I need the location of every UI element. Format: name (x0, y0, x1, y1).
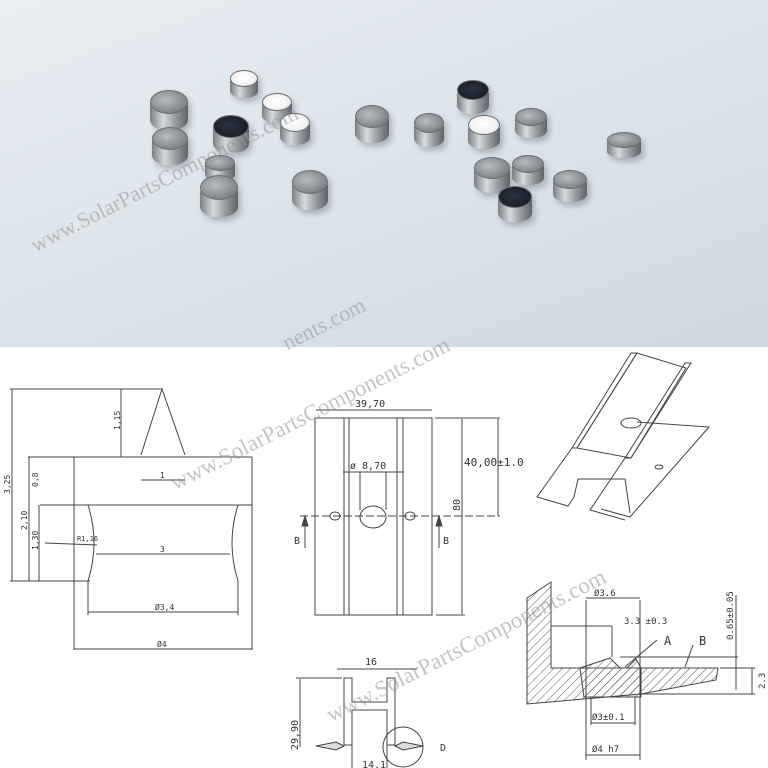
detail-label-d: D (440, 743, 446, 754)
grounding-pin (474, 157, 510, 193)
technical-drawings: 3,25 1,15 1 0,8 2,10 1,30 R1,16 3 Ø3,4 Ø… (0, 347, 768, 768)
dim-width: 39,70 (355, 399, 385, 410)
section-label-right: B (443, 536, 449, 547)
dim-waist-height: 1,30 (31, 531, 40, 550)
grounding-pin (515, 108, 547, 138)
pin-profile-drawing: 3,25 1,15 1 0,8 2,10 1,30 R1,16 3 Ø3,4 Ø… (3, 387, 253, 650)
section-detail-drawing: Ø3.6 3.3 ±0.3 0.65±0.05 2.3 Ø3±0.1 Ø4 h7… (526, 581, 768, 760)
grounding-pin (280, 113, 310, 145)
label-a: A (664, 634, 672, 648)
dim-body-height: 2,10 (20, 511, 29, 530)
grounding-pin (262, 93, 292, 123)
dim-end-height: 29,90 (290, 720, 301, 750)
grounding-pin (512, 155, 544, 185)
label-b: B (699, 634, 706, 648)
dim-top-width: 16 (365, 657, 377, 668)
plan-view-drawing: 39,70 ø 8,70 40,00±1.0 80 B B (294, 399, 524, 616)
grounding-pin (607, 132, 641, 158)
dim-waist-diameter: Ø3,4 (155, 602, 174, 612)
product-photo (0, 0, 768, 347)
grounding-pin (498, 186, 532, 222)
dim-half-length: 40,00±1.0 (464, 456, 524, 469)
grounding-pin (457, 80, 489, 114)
end-view-drawing: 16 29,90 14,1 D (290, 657, 446, 768)
grounding-pin (468, 115, 500, 149)
grounding-pin (200, 175, 238, 217)
grounding-pin (292, 170, 328, 210)
dim-tip-base: 1 (160, 471, 165, 480)
dim-hole-diameter: ø 8,70 (350, 461, 386, 472)
grounding-pin (150, 90, 188, 130)
isometric-drawing (536, 352, 711, 521)
grounding-pin (553, 170, 587, 202)
dim-outer-diameter: Ø4 (157, 639, 167, 649)
dim-outer-ref: Ø3.6 (594, 588, 616, 599)
dim-pin-diameter: Ø4 h7 (592, 744, 619, 755)
dim-radius: R1,16 (77, 535, 98, 543)
dim-tip-height: 1,15 (113, 411, 122, 430)
dim-tip: 0.65±0.05 (726, 591, 736, 640)
grounding-pin (414, 113, 444, 147)
dim-bottom-width: 14,1 (362, 760, 386, 768)
dim-thickness: 2.3 (758, 673, 768, 689)
grounding-pin (213, 115, 249, 153)
grounding-pin (152, 127, 188, 165)
section-label-left: B (294, 536, 300, 547)
grounding-pin (355, 105, 389, 143)
dim-head-height: 0,8 (31, 472, 40, 487)
dim-length: 80 (452, 499, 463, 511)
dim-inner-diameter: Ø3±0.1 (592, 712, 625, 723)
grounding-pin (230, 70, 258, 98)
dim-total-height: 3,25 (3, 475, 12, 494)
dim-depth: 3.3 ±0.3 (624, 617, 667, 627)
dim-waist-width: 3 (160, 545, 165, 554)
